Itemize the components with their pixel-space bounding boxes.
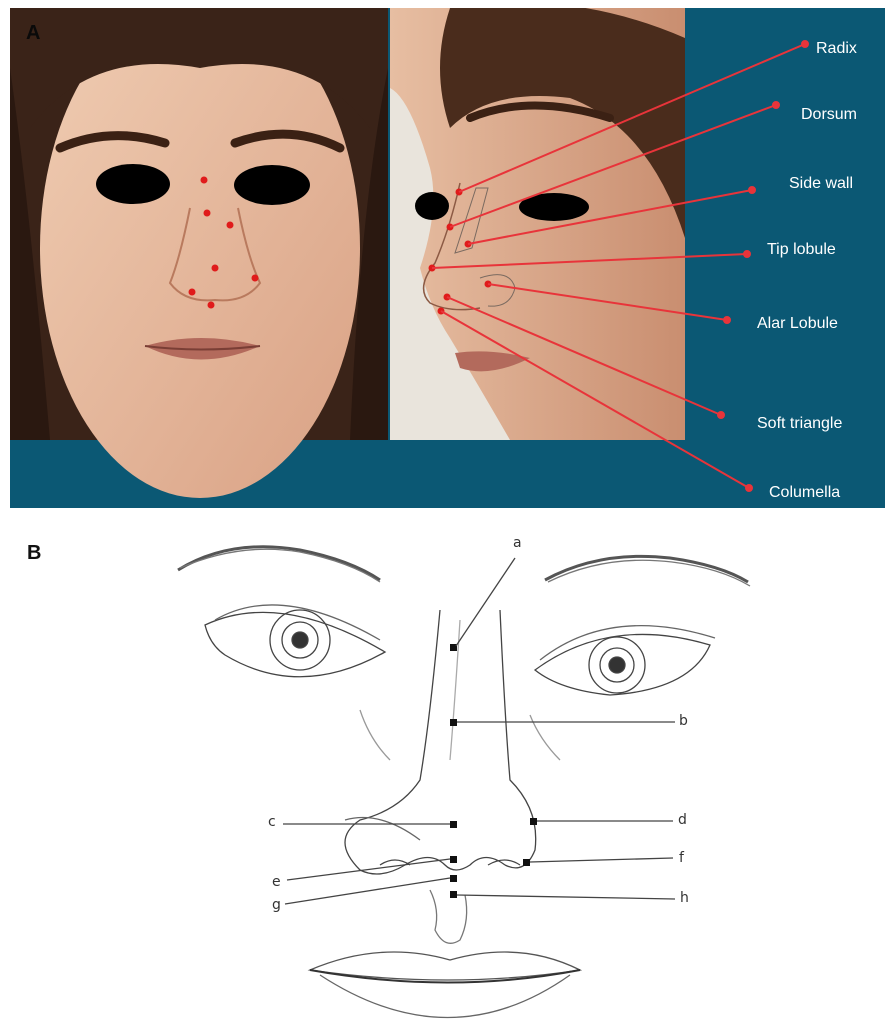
label-f: f — [679, 850, 684, 866]
left-eye-mask — [96, 164, 170, 204]
profile-face-photo — [390, 8, 685, 440]
right-eye-mask — [234, 165, 310, 205]
near-eye-mask — [415, 192, 449, 220]
lips-sketch — [310, 952, 580, 1018]
label-soft-triangle: Soft triangle — [757, 415, 842, 433]
label-g: g — [272, 897, 281, 913]
label-h: h — [680, 890, 689, 906]
face-sketch — [178, 547, 750, 1018]
panel-a: A Radix Dorsum Side wall Tip lobule Alar… — [10, 8, 885, 508]
label-columella: Columella — [769, 484, 840, 502]
frontal-face-photo — [10, 8, 388, 498]
label-b: b — [679, 713, 688, 729]
panel-b-landmark-markers — [450, 644, 537, 898]
right-eye — [535, 626, 715, 695]
panel-b: B — [0, 520, 890, 1033]
label-side-wall: Side wall — [789, 175, 853, 193]
label-a: a — [513, 535, 522, 551]
label-alar-lobule: Alar Lobule — [757, 315, 838, 333]
label-dorsum: Dorsum — [801, 106, 857, 124]
left-eye — [205, 605, 385, 677]
label-d: d — [678, 812, 687, 828]
left-eyebrow — [178, 547, 380, 580]
label-c: c — [268, 814, 276, 830]
panel-b-leader-lines — [283, 558, 675, 904]
label-radix: Radix — [816, 40, 857, 58]
panel-a-letter: A — [26, 22, 40, 45]
panel-b-line-drawing — [0, 520, 890, 1033]
label-e: e — [272, 874, 281, 890]
label-tip-lobule: Tip lobule — [767, 241, 836, 259]
panel-a-illustration — [10, 8, 885, 508]
nose-sketch — [345, 610, 536, 943]
